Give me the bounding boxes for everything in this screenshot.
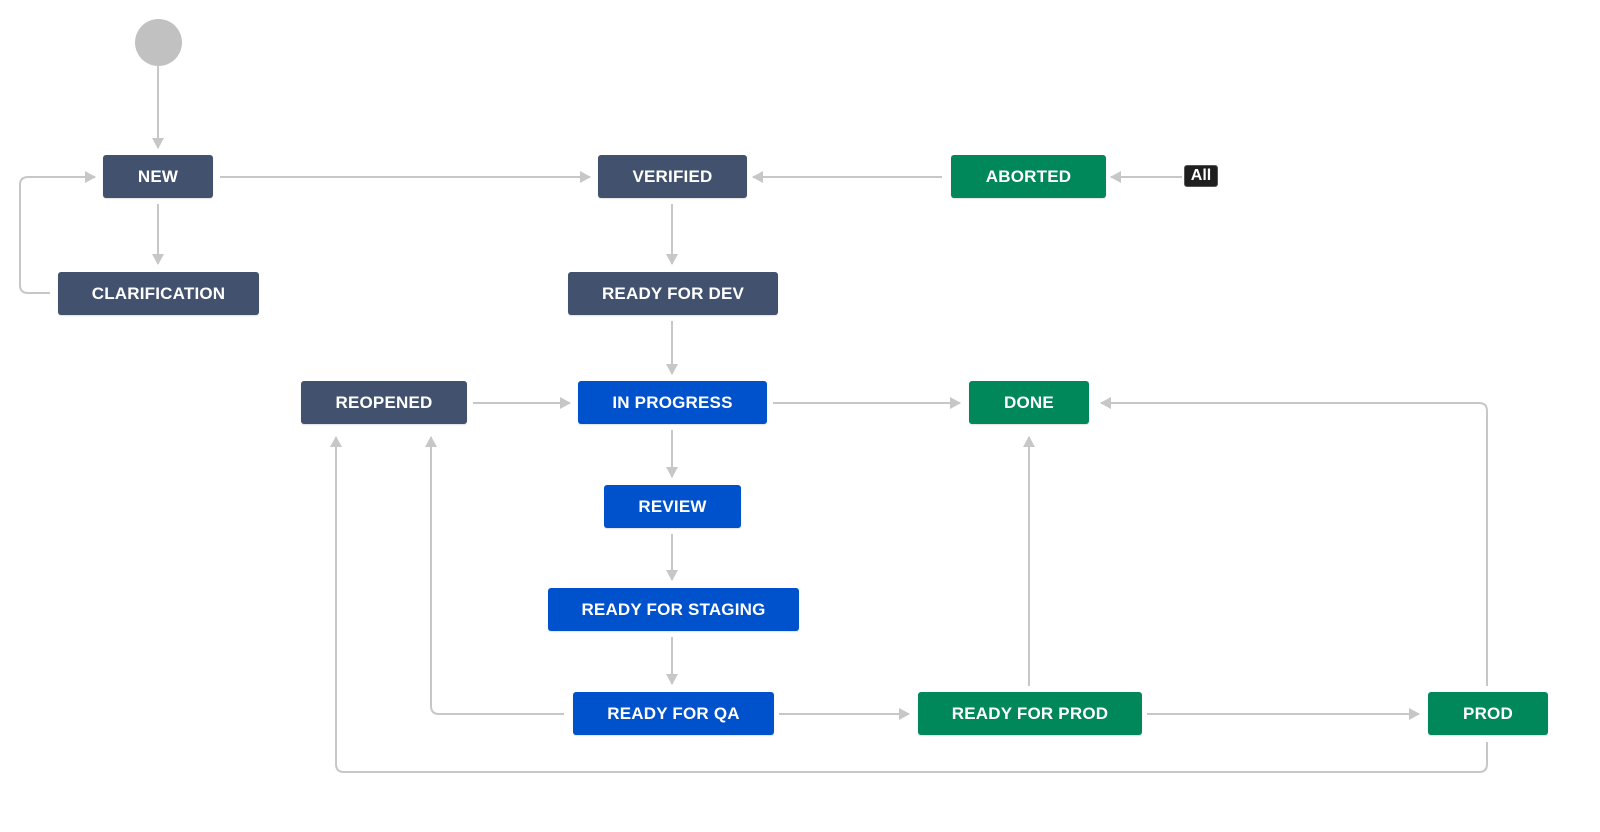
status-ready-for-qa[interactable]: READY FOR QA xyxy=(573,692,774,735)
status-new[interactable]: NEW xyxy=(103,155,213,198)
start-node xyxy=(135,19,182,66)
status-clarification[interactable]: CLARIFICATION xyxy=(58,272,259,315)
status-verified[interactable]: VERIFIED xyxy=(598,155,747,198)
status-prod[interactable]: PROD xyxy=(1428,692,1548,735)
status-in-progress[interactable]: IN PROGRESS xyxy=(578,381,767,424)
edge-prod-to-reopened xyxy=(330,436,1488,773)
edge-prod-to-done xyxy=(1100,397,1488,686)
status-review[interactable]: REVIEW xyxy=(604,485,741,528)
status-reopened[interactable]: REOPENED xyxy=(301,381,467,424)
edge-ready-for-qa-to-reopened xyxy=(425,436,564,715)
status-aborted[interactable]: ABORTED xyxy=(951,155,1106,198)
status-ready-for-prod[interactable]: READY FOR PROD xyxy=(918,692,1142,735)
status-ready-for-staging[interactable]: READY FOR STAGING xyxy=(548,588,799,631)
global-transition-badge[interactable]: All xyxy=(1184,165,1218,187)
status-ready-for-dev[interactable]: READY FOR DEV xyxy=(568,272,778,315)
edge-clarification-to-new xyxy=(19,171,96,294)
status-done[interactable]: DONE xyxy=(969,381,1089,424)
